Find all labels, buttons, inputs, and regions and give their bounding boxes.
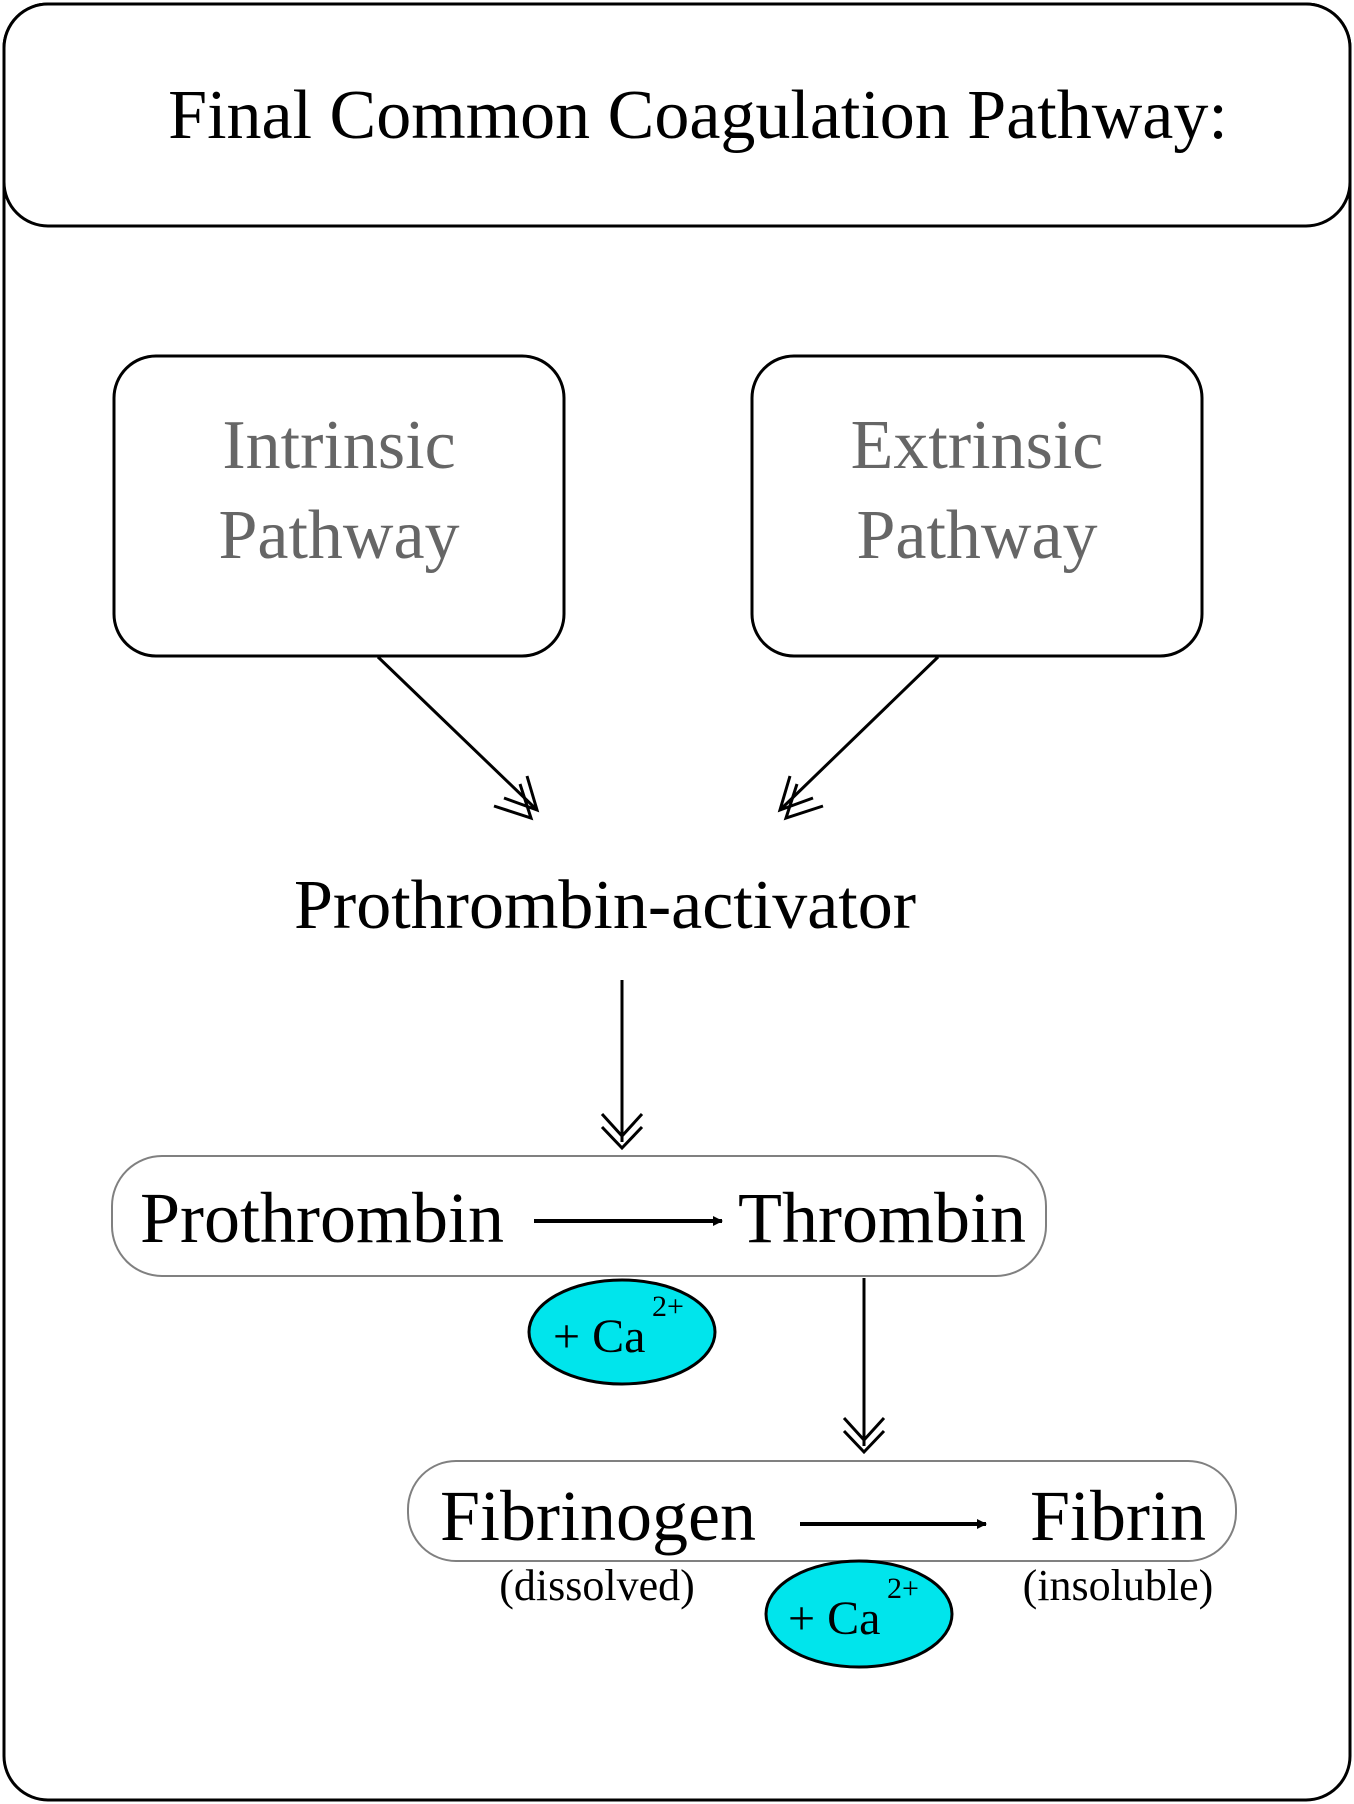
calcium-cofactor-1 — [527, 1278, 717, 1386]
extrinsic-label-line1: Extrinsic — [851, 407, 1104, 484]
fibrinogen-label: Fibrinogen — [440, 1476, 756, 1556]
title-box — [2, 2, 1352, 228]
extrinsic-to-activator-arrow — [777, 655, 940, 821]
intrinsic-label-line2: Pathway — [218, 497, 459, 574]
prothrombin-activator-label: Prothrombin-activator — [294, 867, 916, 944]
calcium-cofactor-1-charge: 2+ — [652, 1290, 684, 1323]
calcium-cofactor-2-charge: 2+ — [887, 1572, 919, 1605]
activator-to-prothrombin-arrow — [600, 980, 644, 1151]
thrombin-to-fibrinogen-arrow — [842, 1278, 886, 1455]
extrinsic-label-line2: Pathway — [856, 497, 1097, 574]
prothrombin-conversion-pill — [111, 1155, 1047, 1277]
calcium-cofactor-1-label: + Ca — [553, 1310, 645, 1363]
intrinsic-label-line1: Intrinsic — [222, 407, 455, 484]
fibrinogen-note: (dissolved) — [499, 1561, 695, 1610]
fibrin-label: Fibrin — [1030, 1476, 1206, 1556]
prothrombin-label: Prothrombin — [140, 1178, 504, 1258]
intrinsic-to-activator-arrow — [376, 655, 540, 821]
intrinsic-pathway-box — [112, 354, 566, 658]
calcium-cofactor-2-label: + Ca — [788, 1592, 880, 1645]
calcium-cofactor-2 — [764, 1559, 954, 1669]
page-title: Final Common Coagulation Pathway: — [168, 77, 1228, 154]
fibrin-note: (insoluble) — [1023, 1561, 1214, 1610]
fibrinogen-conversion-pill — [407, 1460, 1237, 1562]
thrombin-label: Thrombin — [738, 1178, 1026, 1258]
extrinsic-pathway-box — [750, 354, 1204, 658]
